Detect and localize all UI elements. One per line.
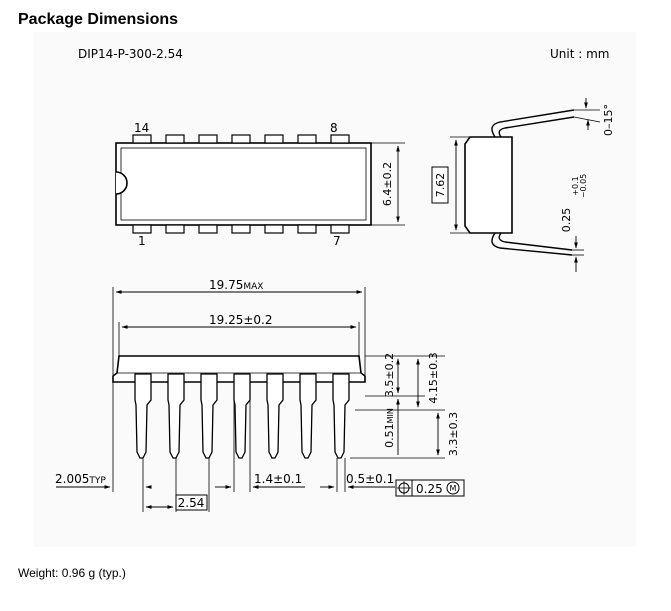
pin1-notch bbox=[115, 171, 128, 195]
front-view-leads bbox=[134, 373, 350, 459]
position-tolerance-frame: 0.25 M bbox=[395, 479, 465, 497]
body-width-label: 6.4±0.2 bbox=[381, 162, 394, 206]
pitch-box bbox=[175, 494, 208, 511]
overall-length-label: 19.75MAX bbox=[209, 278, 263, 292]
pitch-label: 2.54 bbox=[178, 496, 205, 510]
side-view: 7.62 0–15° 0.25 +0.1 −0.05 bbox=[431, 98, 615, 272]
body-length-label: 19.25±0.2 bbox=[209, 313, 273, 327]
row-spacing-label: 7.62 bbox=[434, 173, 447, 198]
front-view: 19.75MAX 19.25±0.2 3.5±0.2 4.15±0.3 0 bbox=[55, 278, 465, 512]
pin-14-label: 14 bbox=[134, 121, 149, 135]
lead-4 bbox=[233, 373, 251, 459]
drawing-canvas bbox=[34, 32, 636, 547]
lead-thickness-label: 0.25 bbox=[560, 208, 573, 233]
pin-8-label: 8 bbox=[330, 121, 338, 135]
lead-angle-label: 0–15° bbox=[602, 104, 615, 136]
unit-label: Unit : mm bbox=[550, 47, 609, 61]
lead-thickness-tol-plus: +0.1 bbox=[571, 176, 580, 195]
page-title: Package Dimensions bbox=[18, 11, 179, 28]
side-view-body bbox=[464, 136, 513, 234]
top-view-body bbox=[115, 142, 372, 226]
lead-length-label: 3.3±0.3 bbox=[447, 412, 460, 456]
lead-7 bbox=[332, 373, 350, 459]
row-spacing-box bbox=[431, 166, 449, 204]
top-view-pins-upper bbox=[132, 134, 350, 144]
lead-5 bbox=[266, 373, 284, 459]
standoff-label: 0.51MIN bbox=[383, 408, 396, 448]
position-tolerance-label: 0.25 bbox=[416, 482, 443, 496]
pin-7-label: 7 bbox=[333, 234, 341, 248]
side-view-upper-lead bbox=[491, 109, 575, 138]
side-view-lower-lead bbox=[491, 232, 573, 256]
package-name: DIP14-P-300-2.54 bbox=[78, 47, 183, 61]
seated-height-label: 4.15±0.3 bbox=[427, 352, 440, 403]
mmc-modifier-label: M bbox=[450, 484, 457, 493]
weight-note: Weight: 0.96 g (typ.) bbox=[18, 566, 126, 580]
lead-thickness-tol-minus: −0.05 bbox=[579, 174, 588, 199]
shoulder-width-label: 1.4±0.1 bbox=[254, 472, 302, 486]
top-view-pins-lower bbox=[132, 224, 350, 234]
pin-1-label: 1 bbox=[138, 234, 146, 248]
body-height-label: 3.5±0.2 bbox=[383, 353, 396, 397]
top-view: 14 8 1 7 6.4±0.2 bbox=[115, 121, 405, 248]
lead-6 bbox=[299, 373, 317, 459]
end-distance-label: 2.005TYP bbox=[55, 472, 106, 486]
lead-width-label: 0.5±0.1 bbox=[346, 472, 394, 486]
mmc-modifier-icon bbox=[446, 481, 460, 495]
